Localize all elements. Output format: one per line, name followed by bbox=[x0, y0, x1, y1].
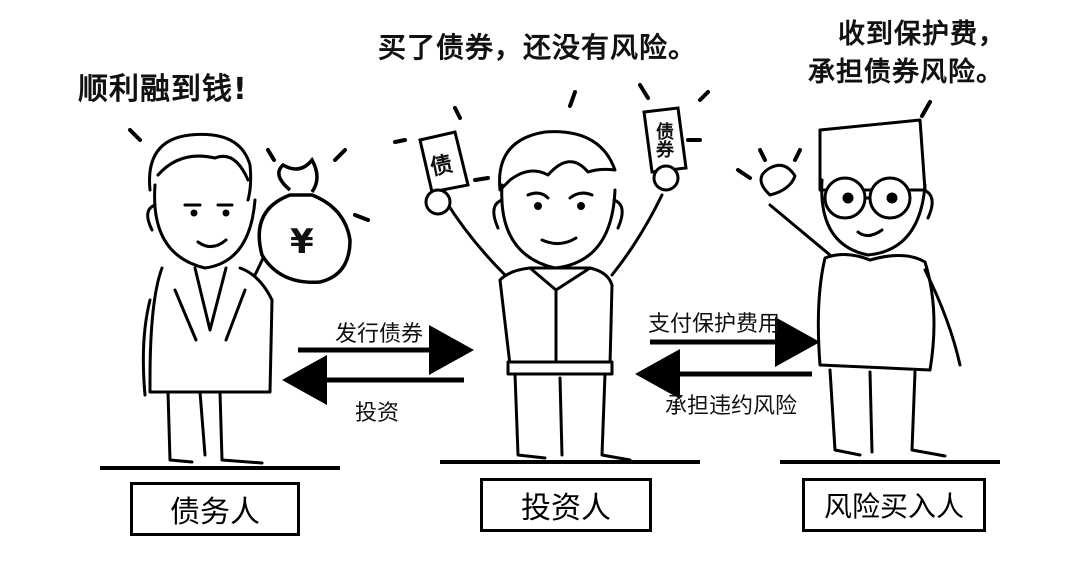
bond-paper-right-text: 债券 bbox=[653, 122, 674, 158]
arrow-label-invest: 投资 bbox=[355, 401, 400, 426]
role-label-risk-buyer-text: 风险买入人 bbox=[823, 490, 964, 523]
excitement-marks bbox=[128, 83, 710, 222]
risk-buyer-speech-line2: 承担债券风险。 bbox=[808, 57, 1004, 88]
debtor-speech: 顺利融到钱! bbox=[78, 72, 248, 107]
money-bag-symbol: ¥ bbox=[290, 222, 314, 262]
debtor-figure bbox=[141, 132, 282, 465]
hand bbox=[424, 188, 452, 216]
arrow-label-issue-bond: 发行债券 bbox=[335, 322, 424, 347]
risk-buyer-figure bbox=[759, 118, 962, 458]
role-label-debtor: 债务人 bbox=[130, 482, 300, 536]
arrow-label-pay-fee: 支付保护费用 bbox=[648, 312, 781, 337]
hand bbox=[652, 164, 680, 192]
role-label-investor: 投资人 bbox=[480, 478, 652, 532]
investor-speech: 买了债券，还没有风险。 bbox=[378, 31, 698, 64]
arrow-label-bear-risk: 承担违约风险 bbox=[665, 394, 798, 419]
role-label-debtor-text: 债务人 bbox=[170, 495, 260, 530]
role-label-risk-buyer: 风险买入人 bbox=[802, 478, 986, 532]
role-label-investor-text: 投资人 bbox=[521, 491, 611, 526]
bond-paper-right bbox=[642, 106, 688, 174]
money-bag bbox=[257, 156, 352, 285]
excitement-marks bbox=[736, 100, 932, 180]
bond-paper-left bbox=[418, 130, 470, 194]
risk-buyer-speech-line1: 收到保护费， bbox=[838, 19, 1006, 50]
